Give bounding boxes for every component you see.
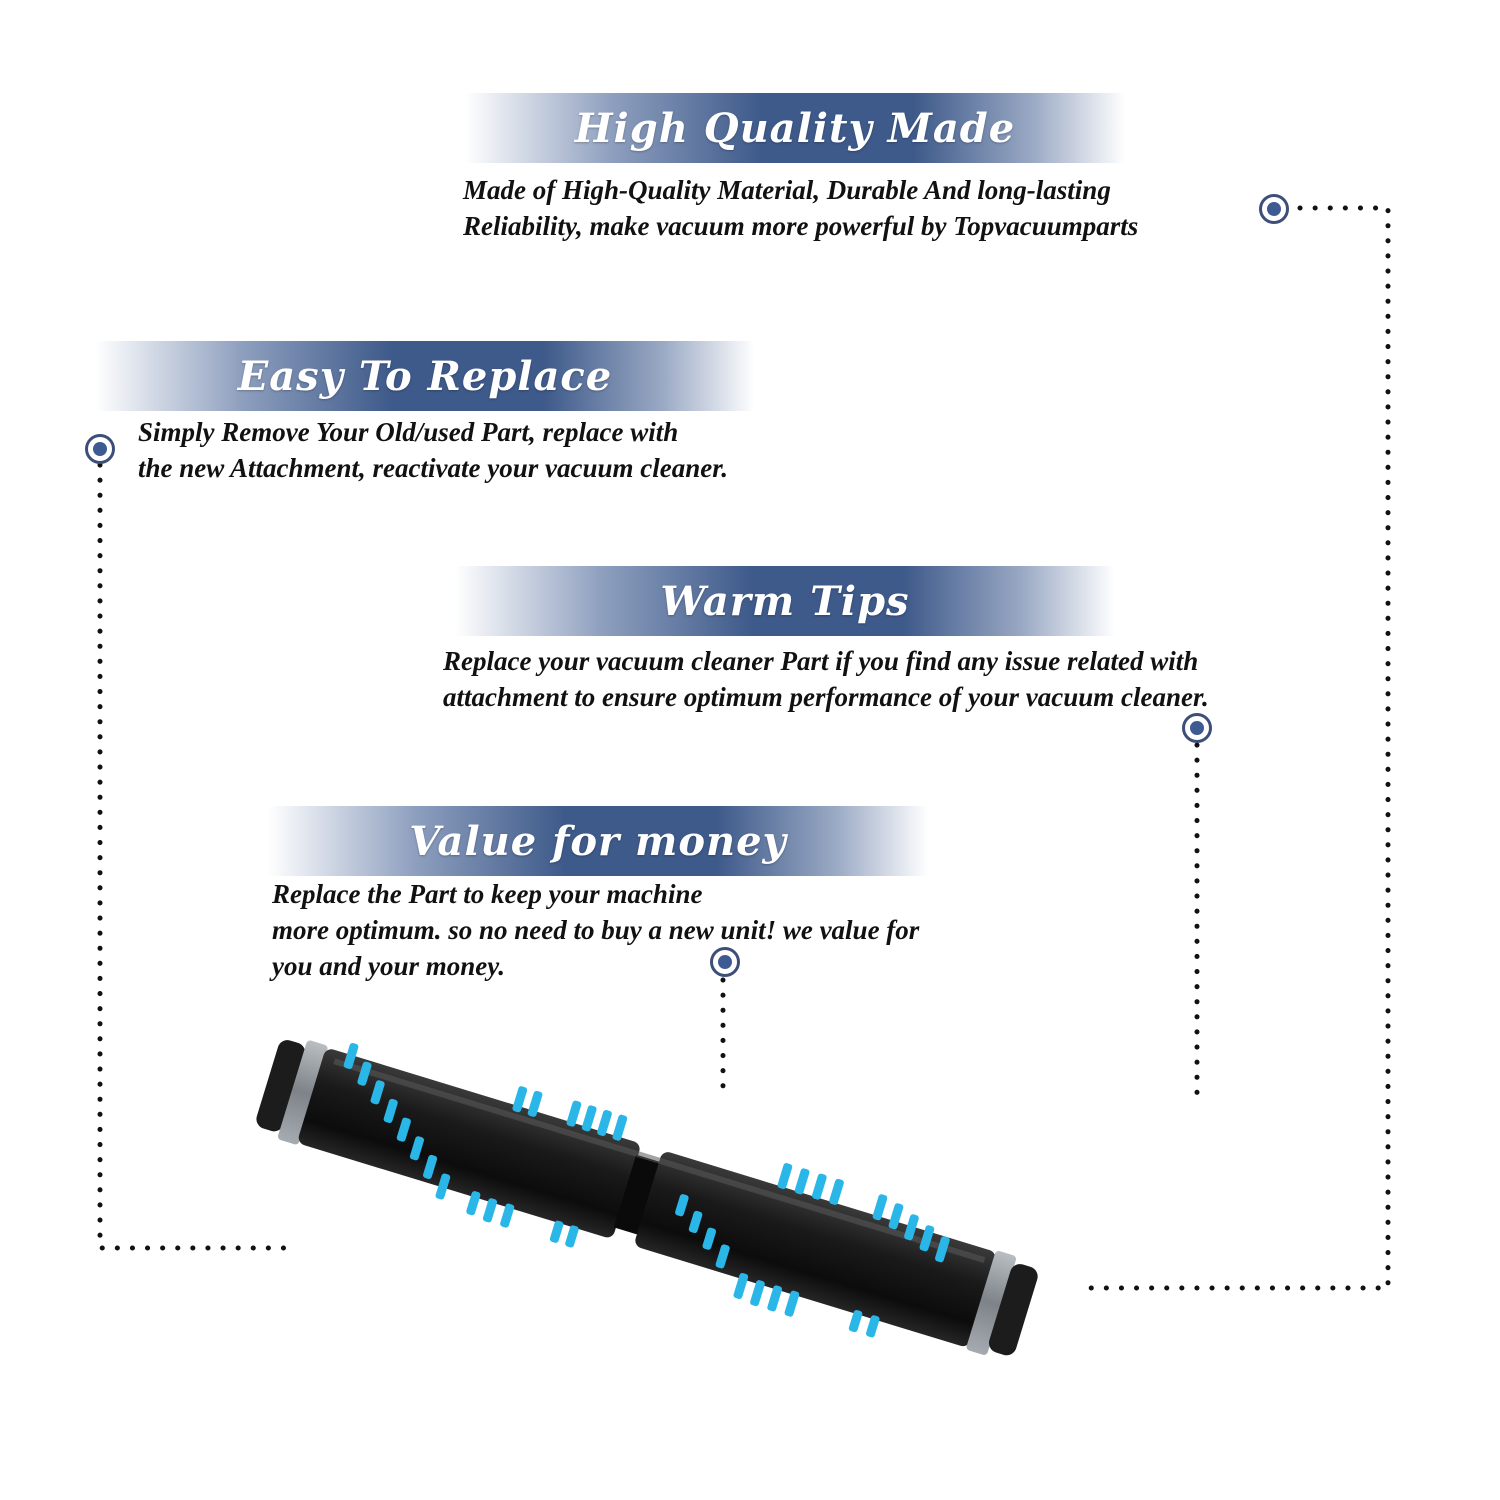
heading-high-quality: High Quality Made <box>574 104 1016 152</box>
banner-easy-replace: Easy To Replace <box>95 341 755 411</box>
desc-value-money-line-1: Replace the Part to keep your machine <box>272 879 703 909</box>
marker-value-money-icon <box>710 947 740 977</box>
desc-high-quality-line-2: Reliability, make vacuum more powerful b… <box>463 211 1139 241</box>
banner-high-quality: High Quality Made <box>465 93 1125 163</box>
desc-value-money-line-2: more optimum. so no need to buy a new un… <box>272 915 920 945</box>
marker-high-quality-icon <box>1259 194 1289 224</box>
heading-warm-tips: Warm Tips <box>660 577 910 625</box>
marker-warm-tips-icon <box>1182 713 1212 743</box>
banner-value-money: Value for money <box>268 806 928 876</box>
heading-value-money: Value for money <box>409 817 787 865</box>
desc-easy-replace-line-2: the new Attachment, reactivate your vacu… <box>138 453 728 483</box>
connector-easy-replace <box>97 462 298 1251</box>
desc-easy-replace-line-1: Simply Remove Your Old/used Part, replac… <box>138 417 679 447</box>
heading-easy-replace: Easy To Replace <box>237 352 613 400</box>
banner-warm-tips: Warm Tips <box>455 566 1115 636</box>
desc-warm-tips-line-2: attachment to ensure optimum performance… <box>443 682 1209 712</box>
desc-warm-tips-line-1: Replace your vacuum cleaner Part if you … <box>443 646 1199 676</box>
desc-value-money-line-3: you and your money. <box>272 951 506 981</box>
connector-high-quality <box>1087 205 1391 1291</box>
desc-high-quality-line-1: Made of High-Quality Material, Durable A… <box>463 175 1111 205</box>
marker-easy-replace-icon <box>85 434 115 464</box>
